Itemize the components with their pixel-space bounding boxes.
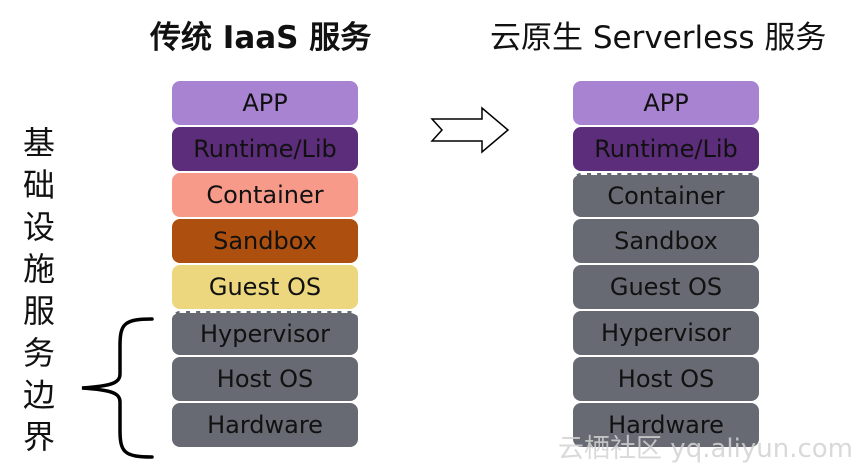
layer-runtime-lib: Runtime/Lib — [573, 127, 759, 171]
side-label-char: 务 — [22, 334, 55, 372]
iaas-stack: APP Runtime/Lib Container Sandbox Guest … — [172, 81, 358, 449]
side-label-char: 服 — [22, 292, 55, 330]
layer-hardware: Hardware — [573, 403, 759, 447]
right-arrow-icon — [430, 106, 510, 154]
layer-label: Host OS — [216, 365, 314, 393]
layer-label: Guest OS — [609, 273, 723, 301]
side-label-char: 边 — [22, 376, 55, 414]
layer-guest-os: Guest OS — [172, 265, 358, 309]
layer-label: Sandbox — [213, 227, 317, 255]
side-label-char: 施 — [22, 250, 55, 288]
layer-label: Guest OS — [208, 273, 322, 301]
layer-host-os: Host OS — [172, 357, 358, 401]
serverless-stack: APP Runtime/Lib Container Sandbox Guest … — [573, 81, 759, 449]
layer-label: Host OS — [617, 365, 715, 393]
serverless-title: 云原生 Serverless 服务 — [490, 20, 827, 56]
layer-label: Sandbox — [614, 227, 718, 255]
layer-runtime-lib: Runtime/Lib — [172, 127, 358, 171]
layer-label: Container — [607, 182, 725, 210]
layer-app: APP — [172, 81, 358, 125]
layer-label: Hypervisor — [600, 319, 732, 347]
layer-label: Hardware — [608, 411, 724, 439]
layer-hypervisor: Hypervisor — [573, 311, 759, 355]
layer-hardware: Hardware — [172, 403, 358, 447]
watermark: 云栖社区 yq.aliyun.com — [558, 434, 853, 464]
curly-brace-icon — [81, 317, 154, 459]
layer-container: Container — [573, 173, 759, 217]
layer-app: APP — [573, 81, 759, 125]
side-label-char: 界 — [22, 418, 55, 456]
layer-label: Hardware — [207, 411, 323, 439]
layer-sandbox: Sandbox — [573, 219, 759, 263]
infrastructure-boundary-label: 基 础 设 施 服 务 边 界 — [18, 122, 60, 458]
layer-sandbox: Sandbox — [172, 219, 358, 263]
layer-container: Container — [172, 173, 358, 217]
layer-label: Container — [206, 181, 324, 209]
side-label-char: 设 — [22, 208, 55, 246]
layer-label: Runtime/Lib — [193, 135, 337, 163]
layer-host-os: Host OS — [573, 357, 759, 401]
side-label-char: 基 — [22, 124, 55, 162]
layer-hypervisor: Hypervisor — [172, 311, 358, 355]
side-label-char: 础 — [22, 166, 55, 204]
layer-label: Hypervisor — [199, 320, 331, 348]
iaas-title: 传统 IaaS 服务 — [150, 20, 372, 56]
layer-label: Runtime/Lib — [594, 135, 738, 163]
layer-label: APP — [242, 89, 288, 117]
layer-label: APP — [643, 89, 689, 117]
layer-guest-os: Guest OS — [573, 265, 759, 309]
